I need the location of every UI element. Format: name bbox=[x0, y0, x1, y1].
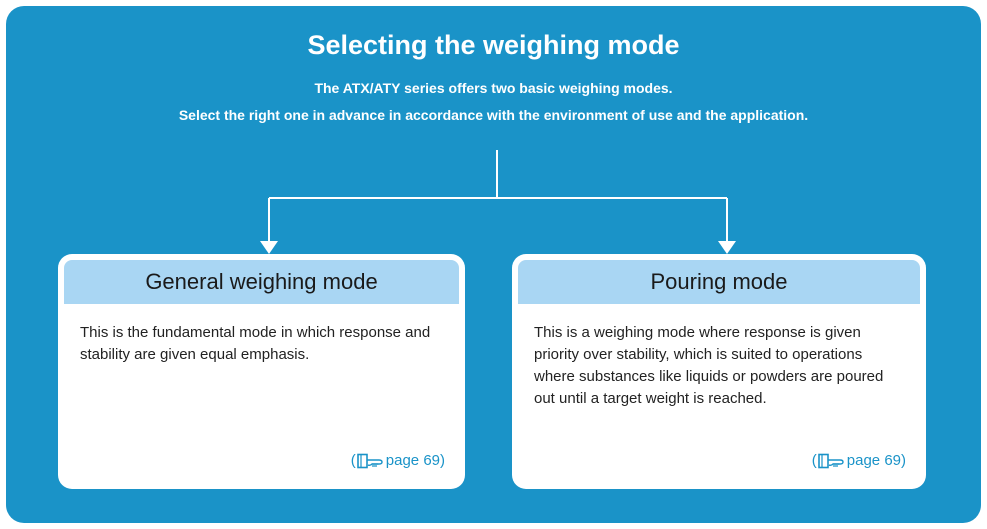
pointing-hand-book-icon bbox=[817, 453, 844, 468]
page-reference-link[interactable]: ( page 69) bbox=[812, 452, 906, 469]
mode-card-heading-text: General weighing mode bbox=[145, 269, 378, 294]
page-title: Selecting the weighing mode bbox=[307, 30, 680, 60]
mode-card-general: General weighing mode This is the fundam… bbox=[58, 254, 465, 489]
ref-open-paren: ( bbox=[350, 452, 356, 469]
mode-card-heading: General weighing mode bbox=[64, 260, 459, 304]
subtitle-line-2: Select the right one in advance in accor… bbox=[178, 107, 809, 123]
mode-card-description: This is a weighing mode where response i… bbox=[534, 324, 884, 407]
mode-card-description: This is the fundamental mode in which re… bbox=[80, 324, 431, 363]
ref-open-paren: ( bbox=[811, 452, 817, 469]
mode-card-heading: Pouring mode bbox=[518, 260, 920, 304]
ref-page-text: page 69) bbox=[846, 452, 906, 469]
mode-card-pouring: Pouring mode This is a weighing mode whe… bbox=[512, 254, 926, 489]
arrow-down-icon bbox=[260, 241, 278, 254]
page-reference-link[interactable]: ( page 69) bbox=[351, 452, 445, 469]
pointing-hand-book-icon bbox=[356, 453, 383, 468]
ref-page-text: page 69) bbox=[385, 452, 445, 469]
arrow-down-icon bbox=[718, 241, 736, 254]
subtitle-line-1: The ATX/ATY series offers two basic weig… bbox=[314, 80, 673, 96]
mode-card-heading-text: Pouring mode bbox=[650, 269, 788, 294]
